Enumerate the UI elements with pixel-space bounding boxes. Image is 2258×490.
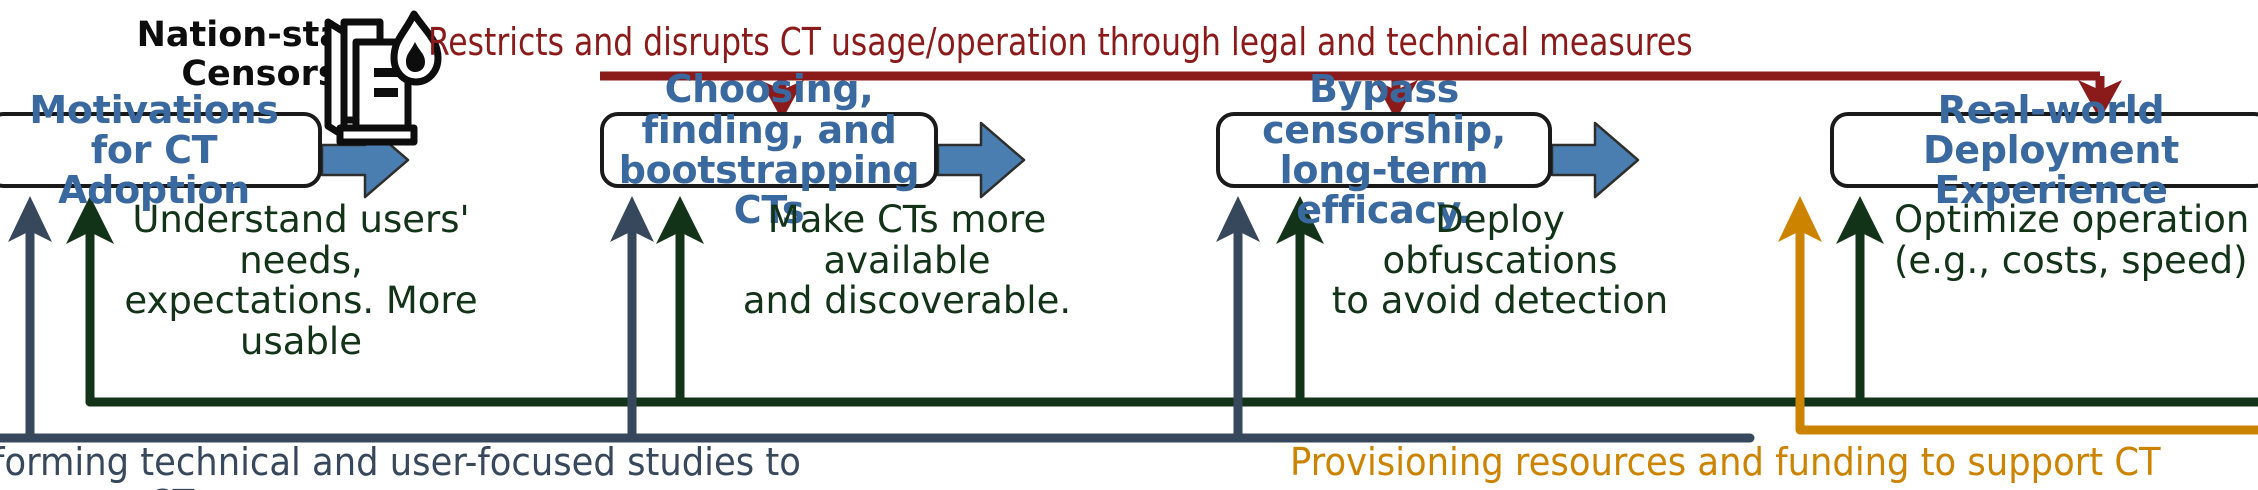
research-bus-line <box>85 225 2258 407</box>
research-note-available: Make CTs more available and discoverable… <box>742 198 1072 323</box>
research-note-understand: Understand users' needs, expectations. M… <box>124 198 478 364</box>
censor-down-arrow-deployment <box>2078 80 2122 120</box>
stage-box-bypass[interactable]: Bypass censorship, long-term efficacy. <box>1216 69 1552 230</box>
stage-box-motivations[interactable]: Motivations for CT Adoption <box>0 90 322 210</box>
stage-label-deployment: Real-world Deployment Experience <box>1922 87 2179 213</box>
studies-up-arrows <box>8 196 1260 242</box>
studies-flow-label: forming technical and user-focused studi… <box>0 440 801 490</box>
stage-box-choosing[interactable]: Choosing, finding, and bootstrapping CTs <box>600 69 938 230</box>
censor-down-arrow-bypass <box>1374 80 1418 120</box>
flame-icon <box>390 10 442 86</box>
stage-label-motivations: Motivations for CT Adoption <box>29 87 279 213</box>
research-up-arrows <box>66 196 1884 244</box>
stage-label-choosing: Choosing, finding, and bootstrapping CTs <box>618 67 920 233</box>
censor-down-arrow-choosing <box>760 80 804 120</box>
research-note-optimize: Optimize operation (e.g., costs, speed) <box>1894 198 2250 282</box>
research-note-obfuscation: Deploy obfuscations to avoid detection <box>1331 198 1669 323</box>
burning-books-icon <box>324 10 442 146</box>
censor-flow-label: Restricts and disrupts CT usage/operatio… <box>428 20 1693 64</box>
funding-flow-label: Provisioning resources and funding to su… <box>1290 440 2161 484</box>
funding-flow-line <box>1795 225 2258 435</box>
flow-arrow-choosing-to-bypass <box>936 121 1026 199</box>
stage-label-bypass: Bypass censorship, long-term efficacy. <box>1262 67 1506 233</box>
stage-box-deployment[interactable]: Real-world Deployment Experience <box>1830 90 2258 210</box>
funding-up-arrow <box>1778 196 1822 242</box>
studies-bus-line <box>0 225 1755 443</box>
flow-arrow-bypass-to-deployment <box>1550 121 1640 199</box>
